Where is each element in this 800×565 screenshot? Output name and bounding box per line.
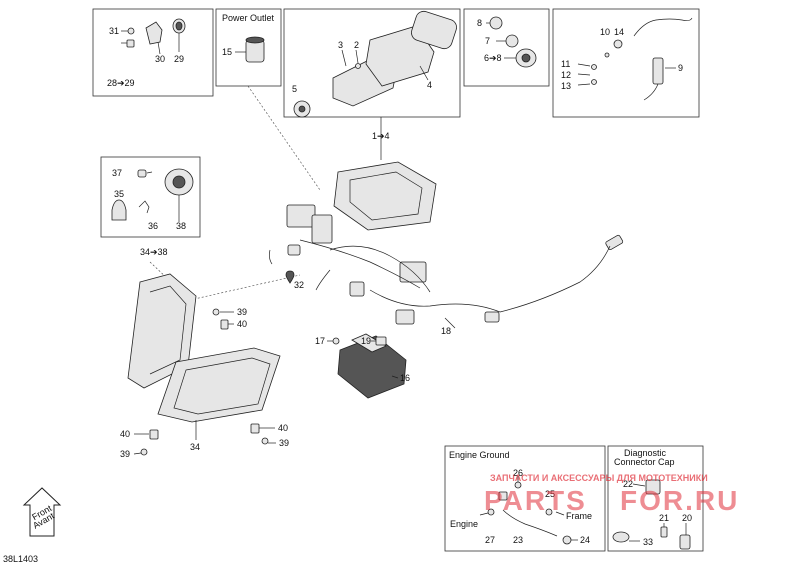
label-34: 34 (190, 442, 200, 452)
label-33: 33 (643, 537, 653, 547)
box-engine-ground (444, 445, 606, 552)
label-14: 14 (614, 27, 624, 37)
label-30: 30 (155, 54, 165, 64)
box-power-outlet (215, 8, 282, 87)
title-power-outlet: Power Outlet (222, 13, 275, 23)
cap-group-parts (486, 16, 537, 68)
drop-icon (285, 270, 295, 284)
engine-ground-parts (479, 476, 578, 545)
label-18: 18 (441, 326, 451, 336)
label-38: 38 (176, 221, 186, 231)
label-5: 5 (292, 84, 297, 94)
label-25: 25 (545, 489, 555, 499)
label-16: 16 (400, 373, 410, 383)
label-21: 21 (659, 513, 669, 523)
label-24: 24 (580, 535, 590, 545)
label-17: 17 (315, 336, 325, 346)
label-31: 31 (109, 26, 119, 36)
label-engine: Engine (450, 519, 478, 529)
label-37: 37 (112, 168, 122, 178)
label-10: 10 (600, 27, 610, 37)
box-headlamp-bulb (100, 156, 201, 238)
label-27: 27 (485, 535, 495, 545)
headlamp-bulb-parts (111, 168, 194, 222)
watermark-brand-a: PARTS (484, 485, 587, 516)
label-15: 15 (222, 47, 232, 57)
hardware-39-40 (133, 308, 276, 456)
label-32: 32 (294, 280, 304, 290)
figure-code: 38L1403 (3, 554, 38, 564)
wiring-harness (268, 204, 624, 325)
label-40-c: 40 (278, 423, 288, 433)
title-diagnostic-2: Connector Cap (614, 457, 675, 467)
label-2: 2 (354, 40, 359, 50)
box-plug-group (92, 8, 214, 97)
leader-power-outlet (247, 85, 321, 191)
instrument-cluster (333, 161, 437, 231)
sensor-group-parts (577, 17, 693, 101)
gauge-group-parts (293, 10, 457, 118)
label-29-top: 29 (174, 54, 184, 64)
label-20: 20 (682, 513, 692, 523)
label-39-b: 39 (120, 449, 130, 459)
label-22: 22 (623, 479, 633, 489)
label-39-a: 39 (237, 307, 247, 317)
box-cap-group (463, 8, 550, 87)
watermark-tagline: ЗАПЧАСТИ И АКСЕССУАРЫ ДЛЯ МОТОТЕХНИКИ (490, 473, 708, 483)
leader-headlamp-2 (189, 274, 301, 301)
title-engine-ground: Engine Ground (449, 450, 510, 460)
title-diagnostic-1: Diagnostic (624, 448, 667, 458)
label-8: 8 (477, 18, 482, 28)
label-6-8: 6➔8 (484, 53, 502, 63)
diagnostic-parts (612, 479, 691, 550)
label-4: 4 (427, 80, 432, 90)
label-35: 35 (114, 189, 124, 199)
label-40-b: 40 (120, 429, 130, 439)
label-11: 11 (561, 59, 570, 69)
label-3: 3 (338, 40, 343, 50)
box-sensor-group (552, 8, 700, 118)
label-34-38: 34➔38 (140, 247, 168, 257)
label-36: 36 (148, 221, 158, 231)
box-diagnostic-cap (607, 445, 704, 552)
watermark-brand-b: FOR.RU (620, 485, 739, 516)
label-1-4: 1➔4 (372, 131, 390, 141)
power-outlet-part (235, 36, 265, 63)
front-arrow (22, 487, 62, 537)
label-40-a: 40 (237, 319, 247, 329)
label-7: 7 (485, 36, 490, 46)
headlight-front (157, 347, 281, 423)
label-9: 9 (678, 63, 683, 73)
label-13: 13 (561, 81, 571, 91)
label-39-c: 39 (279, 438, 289, 448)
box-gauge-group (283, 8, 461, 118)
label-frame: Frame (566, 511, 592, 521)
label-28-29: 28➔29 (107, 78, 135, 88)
label-26: 26 (513, 468, 523, 478)
label-12: 12 (561, 70, 571, 80)
plug-group-parts (121, 18, 186, 55)
label-23: 23 (513, 535, 523, 545)
voltage-regulator (327, 333, 407, 399)
label-19: 19 (361, 336, 371, 346)
